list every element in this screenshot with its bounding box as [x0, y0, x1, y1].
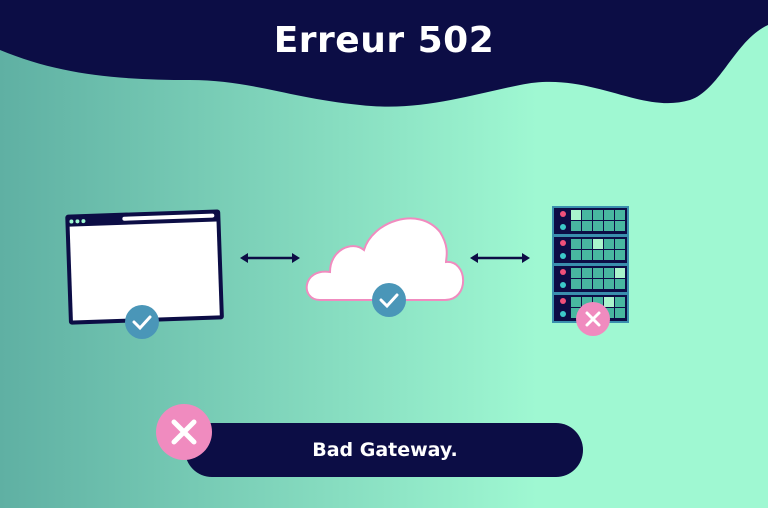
header-wave [0, 0, 768, 107]
double-arrow-icon [470, 253, 530, 263]
server-error-icon [576, 302, 610, 336]
error-message: Bad Gateway. [312, 439, 458, 461]
browser-window-icon [65, 209, 224, 325]
double-arrow-icon [240, 253, 300, 263]
page-title: Erreur 502 [273, 20, 495, 61]
cloud-check-icon [372, 283, 406, 317]
message-bar [185, 423, 583, 477]
cloud-icon [305, 217, 465, 301]
error-x-icon [156, 404, 212, 460]
browser-check-icon [125, 305, 159, 339]
